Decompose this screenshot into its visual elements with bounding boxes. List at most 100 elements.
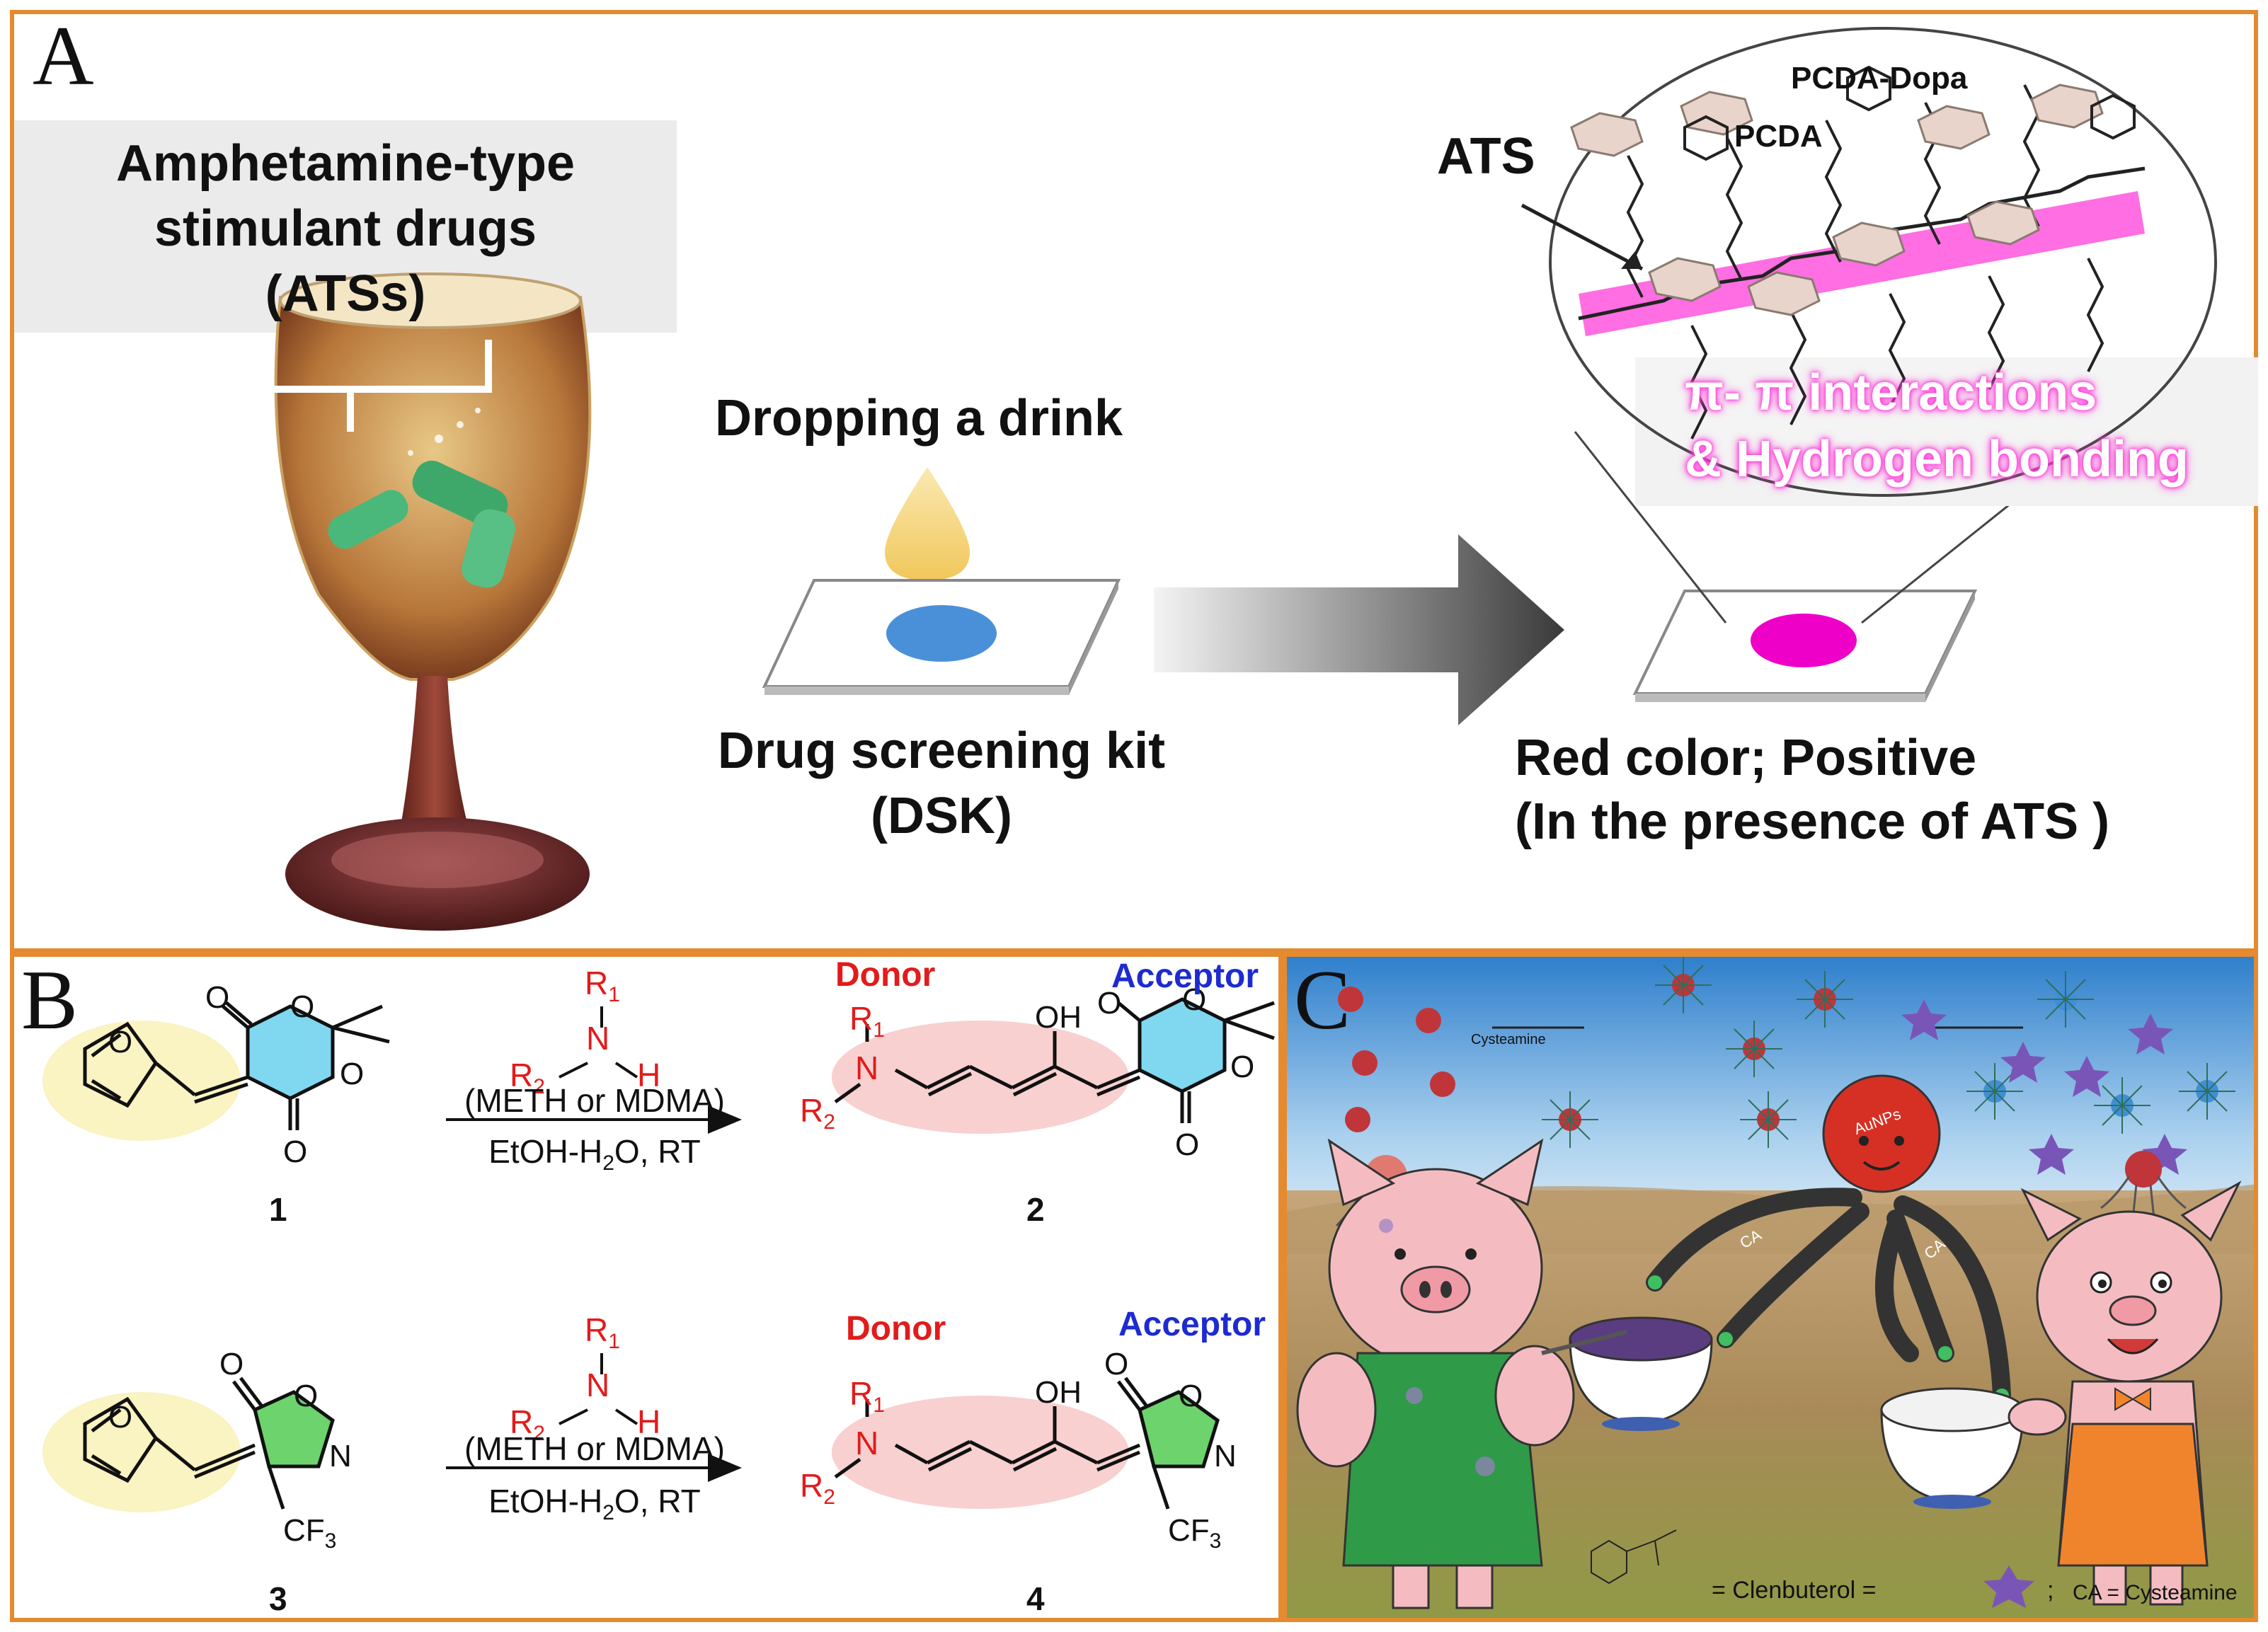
- panel-a: A Amphetamine-type stimulant drugs (ATSs…: [10, 8, 2258, 953]
- dopa-rings: [1683, 65, 2136, 161]
- donor-label-2: Donor: [846, 1310, 946, 1347]
- reagent-2-bottom: EtOH-H2O, RT: [488, 1483, 701, 1525]
- atom-o-3b: O: [294, 1379, 318, 1413]
- furan-highlight-1: [42, 1021, 241, 1141]
- compound-number-2: 2: [1026, 1191, 1045, 1228]
- compound-4-structure: [834, 1377, 1220, 1510]
- compound-number-3: 3: [269, 1580, 287, 1617]
- reagent-2-top: (METH or MDMA): [464, 1430, 725, 1467]
- atom-o-4a: O: [1104, 1347, 1128, 1381]
- clenbuterol-structure: [1591, 1529, 1677, 1585]
- octopus-aunp-icon: [1646, 1074, 2011, 1405]
- atom-o-1c: O: [340, 1057, 364, 1091]
- panel-a-label: A: [33, 8, 94, 103]
- atom-o-1b: O: [290, 989, 314, 1024]
- wine-glass-icon: [274, 272, 592, 931]
- kit-label-line1: Drug screening kit: [717, 723, 1166, 779]
- cysteamine-label: Cysteamine: [1471, 1032, 1546, 1047]
- red-nanoparticles: [1338, 987, 1455, 1132]
- compound-1-structure: [83, 1001, 390, 1130]
- atom-cf3-4: CF3: [1168, 1513, 1221, 1553]
- drop-label: Dropping a drink: [715, 390, 1123, 447]
- kit-label-line2: (DSK): [871, 788, 1012, 844]
- amine-2-r1: R1: [585, 1311, 620, 1354]
- atom-o-4b: O: [1179, 1379, 1203, 1413]
- atom-oh-4: OH: [1035, 1375, 1082, 1410]
- product-4-r1: R1: [849, 1375, 885, 1418]
- amine-2-bonds: [559, 1353, 638, 1425]
- donor-label-1: Donor: [835, 956, 936, 994]
- result-arrow: [1154, 534, 1564, 725]
- ats-label: ATS: [1437, 128, 1535, 185]
- atom-o-2d: O: [1175, 1127, 1199, 1162]
- acceptor-label-2: Acceptor: [1118, 1306, 1266, 1343]
- atom-cf3-3: CF3: [283, 1513, 336, 1553]
- pcda-label: PCDA: [1734, 119, 1823, 154]
- panel-a-graphics: [14, 27, 2258, 931]
- kit-magenta-spot: [1751, 614, 1857, 667]
- atom-o-2b: O: [1182, 982, 1206, 1017]
- atom-o-3a: O: [219, 1347, 244, 1381]
- kit-blue-spot: [886, 605, 997, 662]
- reagent-1-bottom: EtOH-H2O, RT: [488, 1133, 701, 1176]
- product-2-n: N: [855, 1050, 879, 1086]
- amine-1-bonds: [559, 1006, 638, 1079]
- panel-c: C Cysteamine AuNPs CA CA = Clenbuterol =…: [1283, 953, 2258, 1622]
- legend-clenbuterol: = Clenbuterol =: [1712, 1577, 1877, 1604]
- amine-2-h: H: [637, 1403, 661, 1440]
- atom-n-3: N: [329, 1439, 352, 1473]
- panel-b: O O O O O: [10, 953, 1283, 1622]
- reagent-1-top: (METH or MDMA): [464, 1082, 725, 1119]
- panel-b-label: B: [21, 953, 79, 1047]
- ats-molecules: [1570, 84, 2104, 316]
- functionalized-aunps: [1542, 957, 2235, 1148]
- interaction-line2: & Hydrogen bonding: [1685, 431, 2189, 488]
- amine-2-n: N: [586, 1367, 610, 1403]
- left-pig-icon: [1296, 1138, 1575, 1609]
- drug-title-line2: stimulant drugs: [154, 200, 537, 257]
- atom-o-furan-1: O: [108, 1025, 132, 1059]
- atom-n-4: N: [1214, 1439, 1237, 1473]
- atom-oh-2: OH: [1035, 1000, 1082, 1035]
- compound-3-structure: [83, 1377, 335, 1510]
- interaction-line1: π- π interactions: [1685, 364, 2097, 421]
- dione-ring-1: [248, 1006, 333, 1098]
- ats-bracket: [209, 340, 492, 432]
- acceptor-label-1: Acceptor: [1111, 958, 1259, 995]
- amine-1-n: N: [586, 1020, 610, 1057]
- product-4-r2: R2: [800, 1467, 835, 1510]
- furan-highlight-3: [42, 1392, 241, 1512]
- compound-2-structure: [834, 997, 1275, 1123]
- positive-kit: [1632, 590, 1978, 702]
- legend-ca: CA = Cysteamine: [2073, 1581, 2238, 1604]
- atom-o-1d: O: [283, 1134, 307, 1169]
- result-label-line1: Red color; Positive: [1515, 730, 1977, 786]
- compound-number-4: 4: [1026, 1580, 1045, 1617]
- drug-title-line1: Amphetamine-type: [115, 135, 575, 192]
- compound-number-1: 1: [269, 1191, 287, 1228]
- legend-separator: ;: [2047, 1577, 2054, 1604]
- drug-title-line3: (ATSs): [265, 265, 426, 322]
- amine-1-r2: R2: [510, 1057, 545, 1099]
- left-bowl-icon: [1541, 1316, 1713, 1431]
- atom-o-2a: O: [1097, 986, 1121, 1021]
- amine-2-r2: R2: [510, 1403, 545, 1446]
- panel-c-graphics: [1287, 957, 2254, 1618]
- atom-o-furan-3: O: [108, 1400, 132, 1435]
- product-2-r1: R1: [849, 1000, 885, 1042]
- isoxazolone-ring-4: [1140, 1392, 1218, 1466]
- amine-1-r1: R1: [585, 965, 620, 1007]
- atom-o-2c: O: [1230, 1050, 1254, 1084]
- right-bowl-icon: [1880, 1387, 2024, 1509]
- dione-ring-2: [1140, 999, 1225, 1091]
- drug-screening-kit: [762, 579, 1121, 695]
- product-2-r2: R2: [800, 1092, 835, 1134]
- isoxazolone-ring-3: [255, 1392, 333, 1466]
- drink-drop-icon: [885, 467, 970, 580]
- result-label-line2: (In the presence of ATS ): [1515, 793, 2110, 850]
- panel-b-graphics: O O O O O: [42, 980, 1275, 1553]
- pcda-dopa-label: PCDA-Dopa: [1791, 61, 1968, 96]
- legend-clenbuterol-star: [1983, 1565, 2034, 1608]
- right-pig-icon: [2008, 1180, 2242, 1606]
- panel-c-label: C: [1294, 953, 1351, 1047]
